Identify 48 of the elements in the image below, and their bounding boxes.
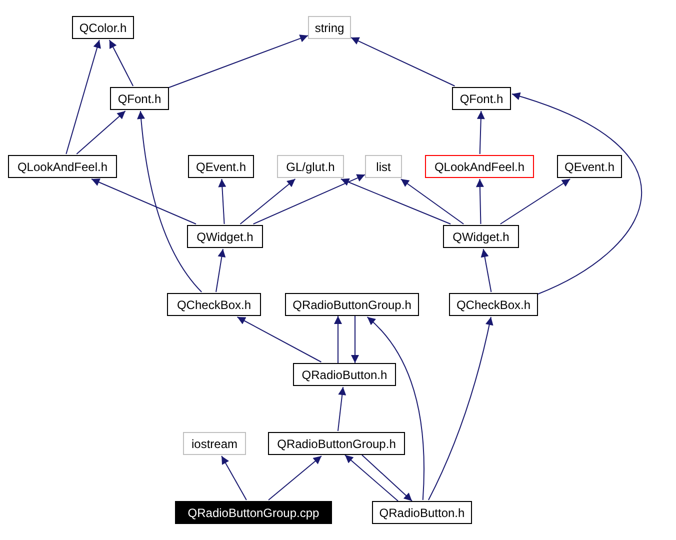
include-arrow (66, 40, 101, 154)
file-box: QRadioButtonGroup.h (285, 293, 419, 316)
include-arrow (500, 178, 571, 224)
include-arrow (340, 178, 452, 224)
file-box: QColor.h (72, 16, 134, 39)
include-arrow (366, 316, 424, 500)
file-box: QLookAndFeel.h (8, 155, 117, 178)
include-arrow (108, 40, 134, 86)
file-box: QFont.h (452, 87, 511, 110)
include-arrow (236, 316, 322, 362)
include-arrow (428, 316, 494, 500)
include-arrow (91, 178, 196, 224)
file-box: QRadioButton.h (293, 363, 396, 386)
include-arrow (76, 110, 126, 154)
file-box: QWidget.h (443, 225, 519, 248)
file-box: QRadioButtonGroup.cpp (175, 501, 332, 524)
include-arrow (480, 248, 492, 292)
file-box: QWidget.h (187, 225, 263, 248)
file-box: QLookAndFeel.h (425, 155, 534, 178)
include-arrow (216, 248, 226, 292)
include-arrow (344, 454, 398, 502)
include-arrow (218, 178, 226, 224)
include-arrow (337, 386, 346, 432)
file-box: GL/glut.h (277, 155, 344, 178)
file-box: QEvent.h (188, 155, 254, 178)
include-arrow (334, 316, 342, 364)
file-box: QRadioButton.h (372, 501, 472, 524)
include-arrow (351, 316, 359, 364)
include-arrow (362, 454, 412, 502)
include-arrow (268, 456, 322, 500)
include-arrow (252, 174, 366, 224)
file-box: QFont.h (110, 87, 169, 110)
file-box: QCheckBox.h (167, 293, 261, 316)
include-arrow (476, 178, 484, 224)
include-arrow (137, 110, 202, 292)
include-arrow (221, 456, 247, 500)
file-box: QRadioButtonGroup.h (268, 432, 405, 455)
include-arrow (168, 34, 308, 88)
include-arrow (240, 178, 296, 224)
include-arrow (512, 92, 642, 294)
include-arrow (476, 110, 485, 154)
file-box: list (365, 155, 402, 178)
file-box: QCheckBox.h (449, 293, 538, 316)
include-arrow (400, 178, 464, 224)
file-box: QEvent.h (557, 155, 622, 178)
include-arrow (350, 37, 456, 86)
file-box: string (308, 16, 351, 39)
file-box: iostream (183, 432, 246, 455)
